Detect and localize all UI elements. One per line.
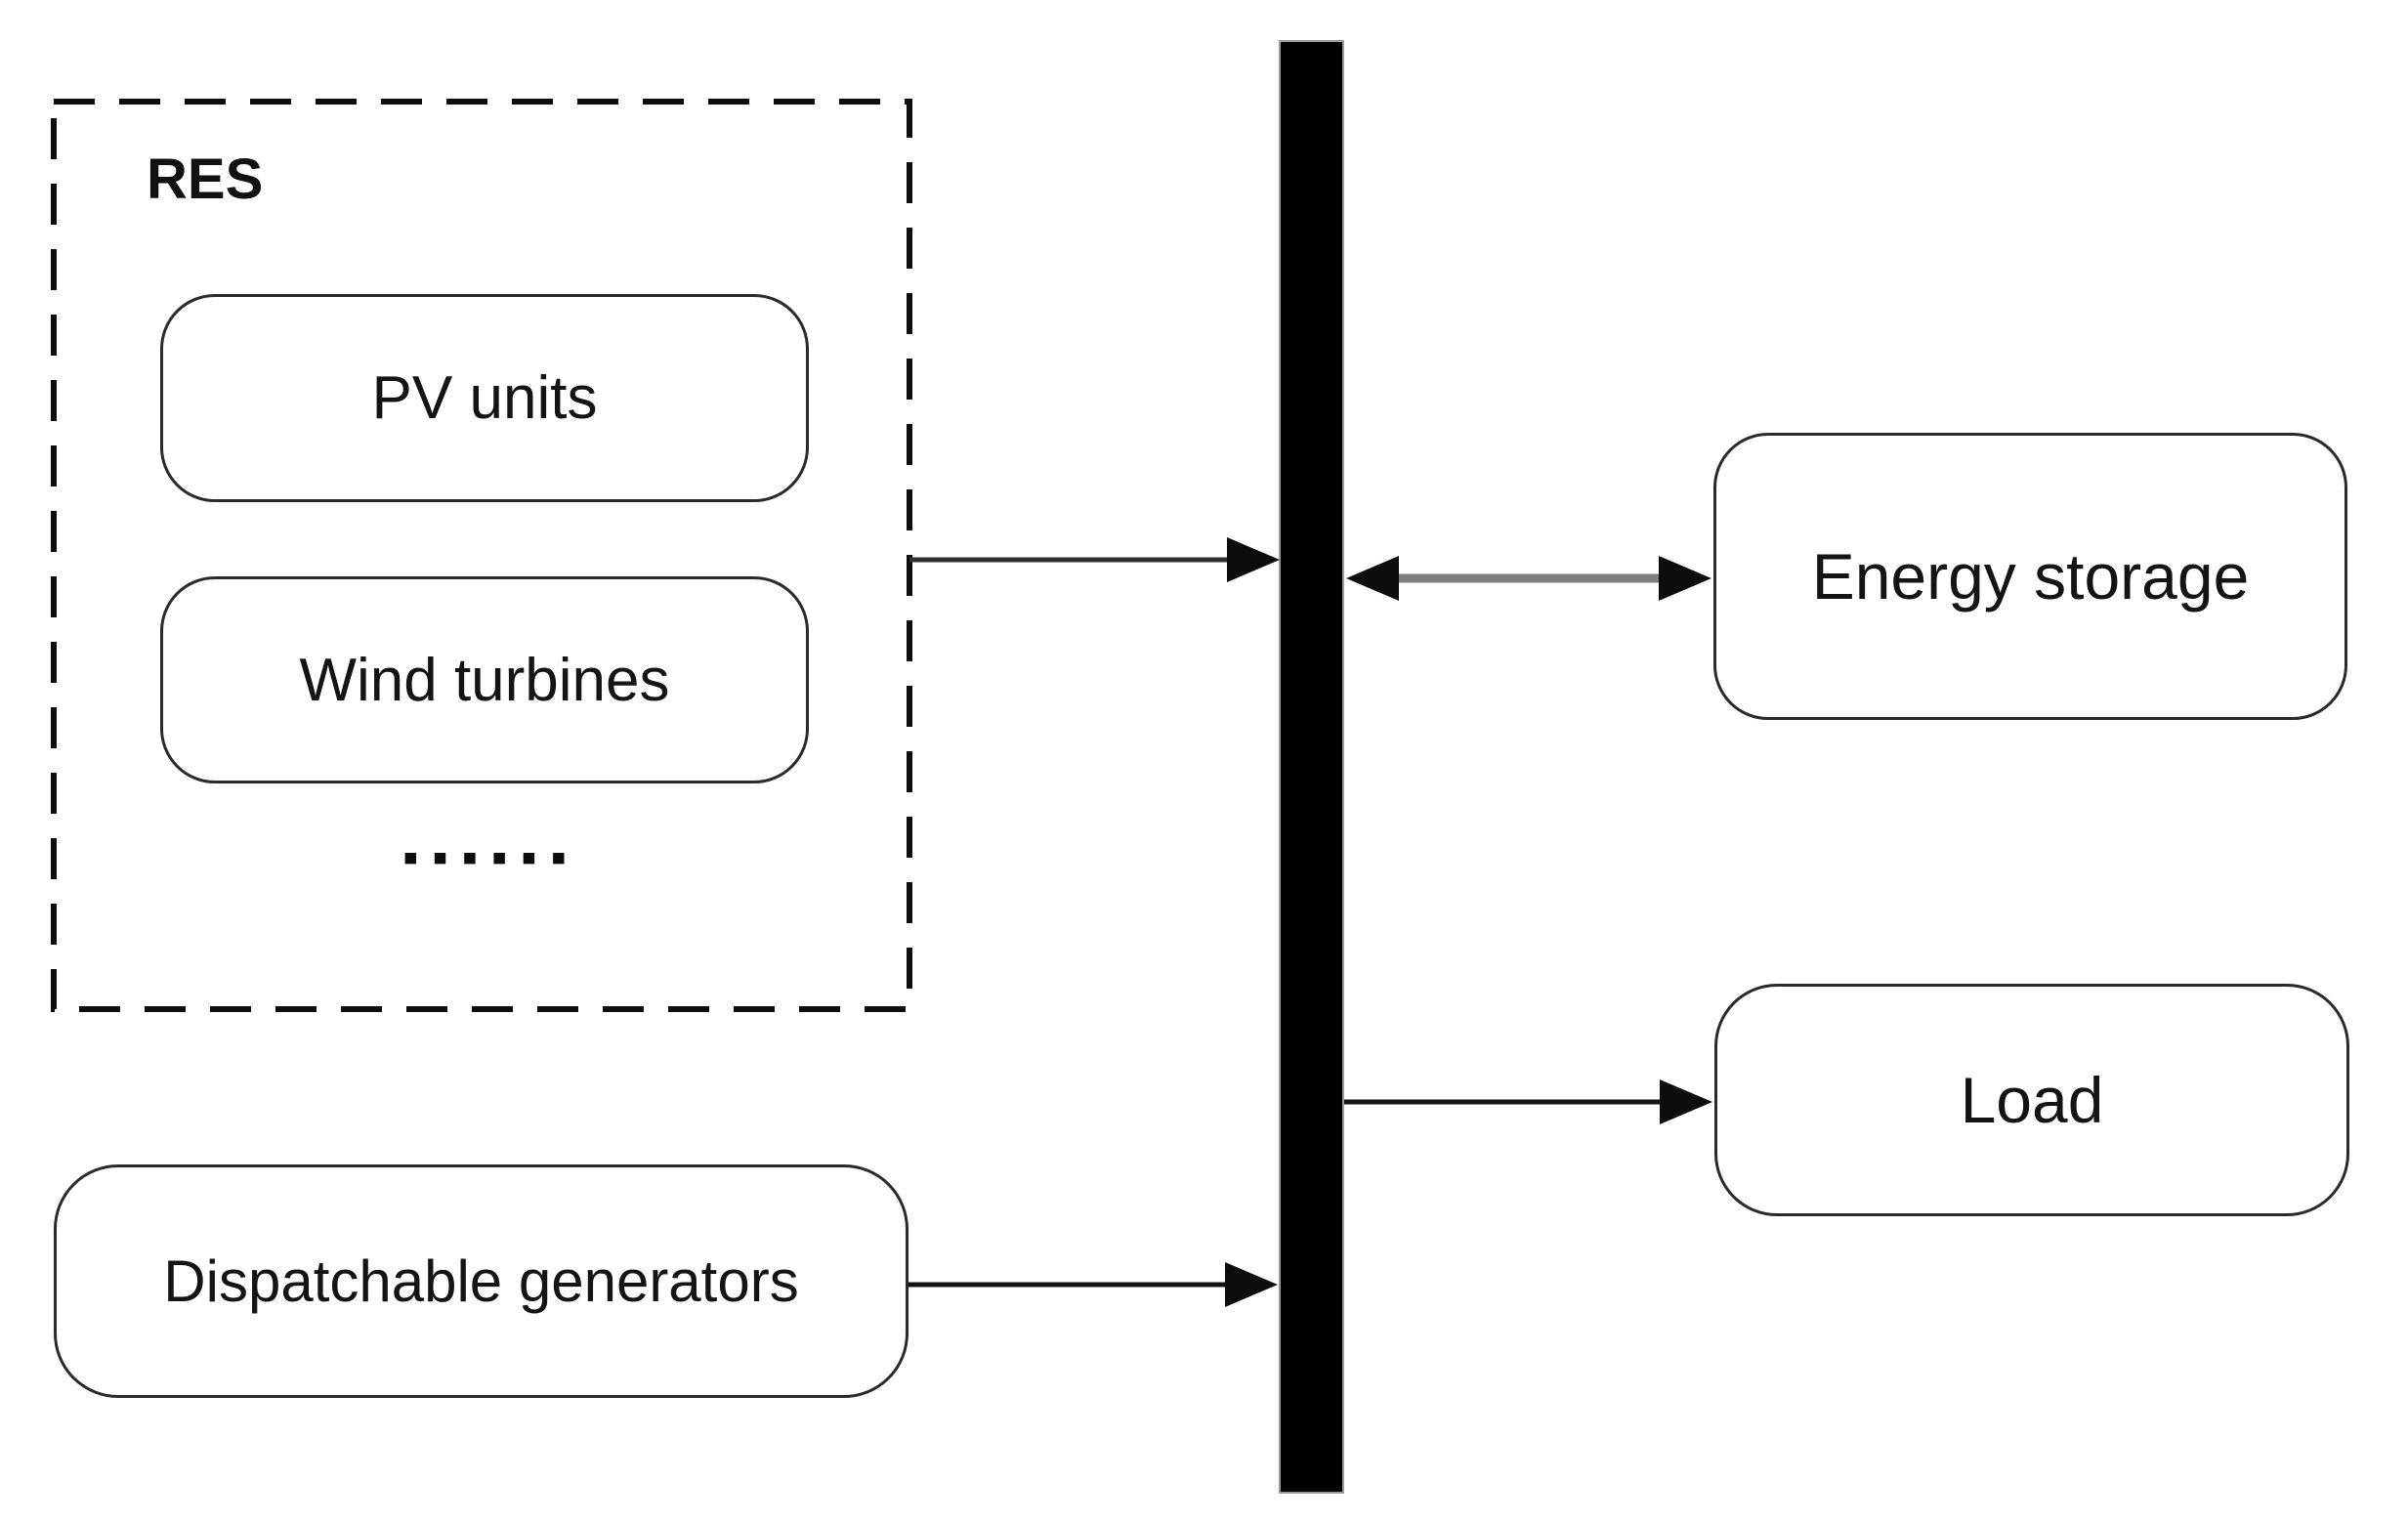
wind-turbines-box: Wind turbines	[160, 576, 809, 783]
wind-turbines-label: Wind turbines	[299, 646, 670, 714]
energy-storage-box: Energy storage	[1713, 433, 2347, 720]
pv-units-label: PV units	[371, 364, 598, 432]
load-label: Load	[1960, 1064, 2104, 1136]
dispatchable-generators-label: Dispatchable generators	[163, 1248, 799, 1314]
res-more-items-ellipsis: ▪▪▪▪▪▪	[402, 831, 580, 882]
res-group-label: RES	[147, 148, 264, 211]
pv-units-box: PV units	[160, 294, 809, 502]
res-group-dashed-border	[51, 99, 912, 1012]
arrow-bus-to-load	[1344, 1079, 1712, 1124]
energy-storage-label: Energy storage	[1811, 540, 2250, 613]
dispatchable-generators-box: Dispatchable generators	[54, 1164, 908, 1398]
bus-bar	[1279, 40, 1344, 1494]
arrow-dispatchable-to-bus	[908, 1262, 1278, 1307]
arrow-bus-storage-bidirectional	[1346, 556, 1711, 601]
load-box: Load	[1714, 984, 2349, 1216]
arrow-res-to-bus	[909, 537, 1280, 582]
